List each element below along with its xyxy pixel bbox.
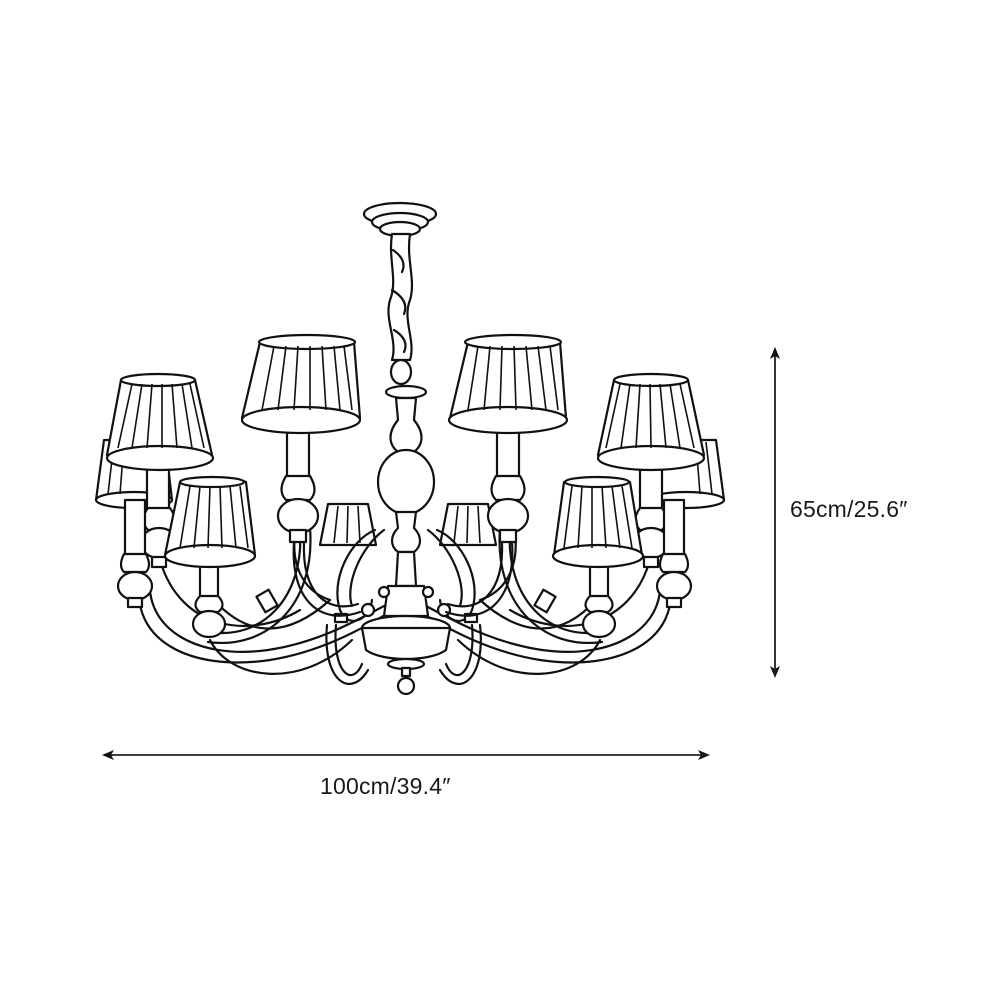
lamp-middle-right bbox=[551, 475, 645, 639]
width-dimension-label: 100cm/39.4″ bbox=[320, 773, 451, 799]
arm-left bbox=[206, 526, 332, 645]
lamp-top-left bbox=[240, 333, 362, 544]
lamp-top-right bbox=[447, 333, 569, 544]
lamp-outer-left bbox=[105, 372, 215, 609]
lamp-shade-inner-left bbox=[318, 502, 378, 547]
lamp-outer-right bbox=[596, 372, 706, 609]
chandelier bbox=[94, 201, 726, 696]
lamp-middle-left bbox=[163, 475, 257, 639]
front-arms bbox=[292, 540, 514, 617]
central-stem bbox=[360, 201, 452, 696]
height-dimension-label: 65cm/25.6″ bbox=[790, 496, 908, 522]
scroll-arms bbox=[333, 528, 479, 624]
lamp-shade-inner-right bbox=[438, 502, 498, 547]
